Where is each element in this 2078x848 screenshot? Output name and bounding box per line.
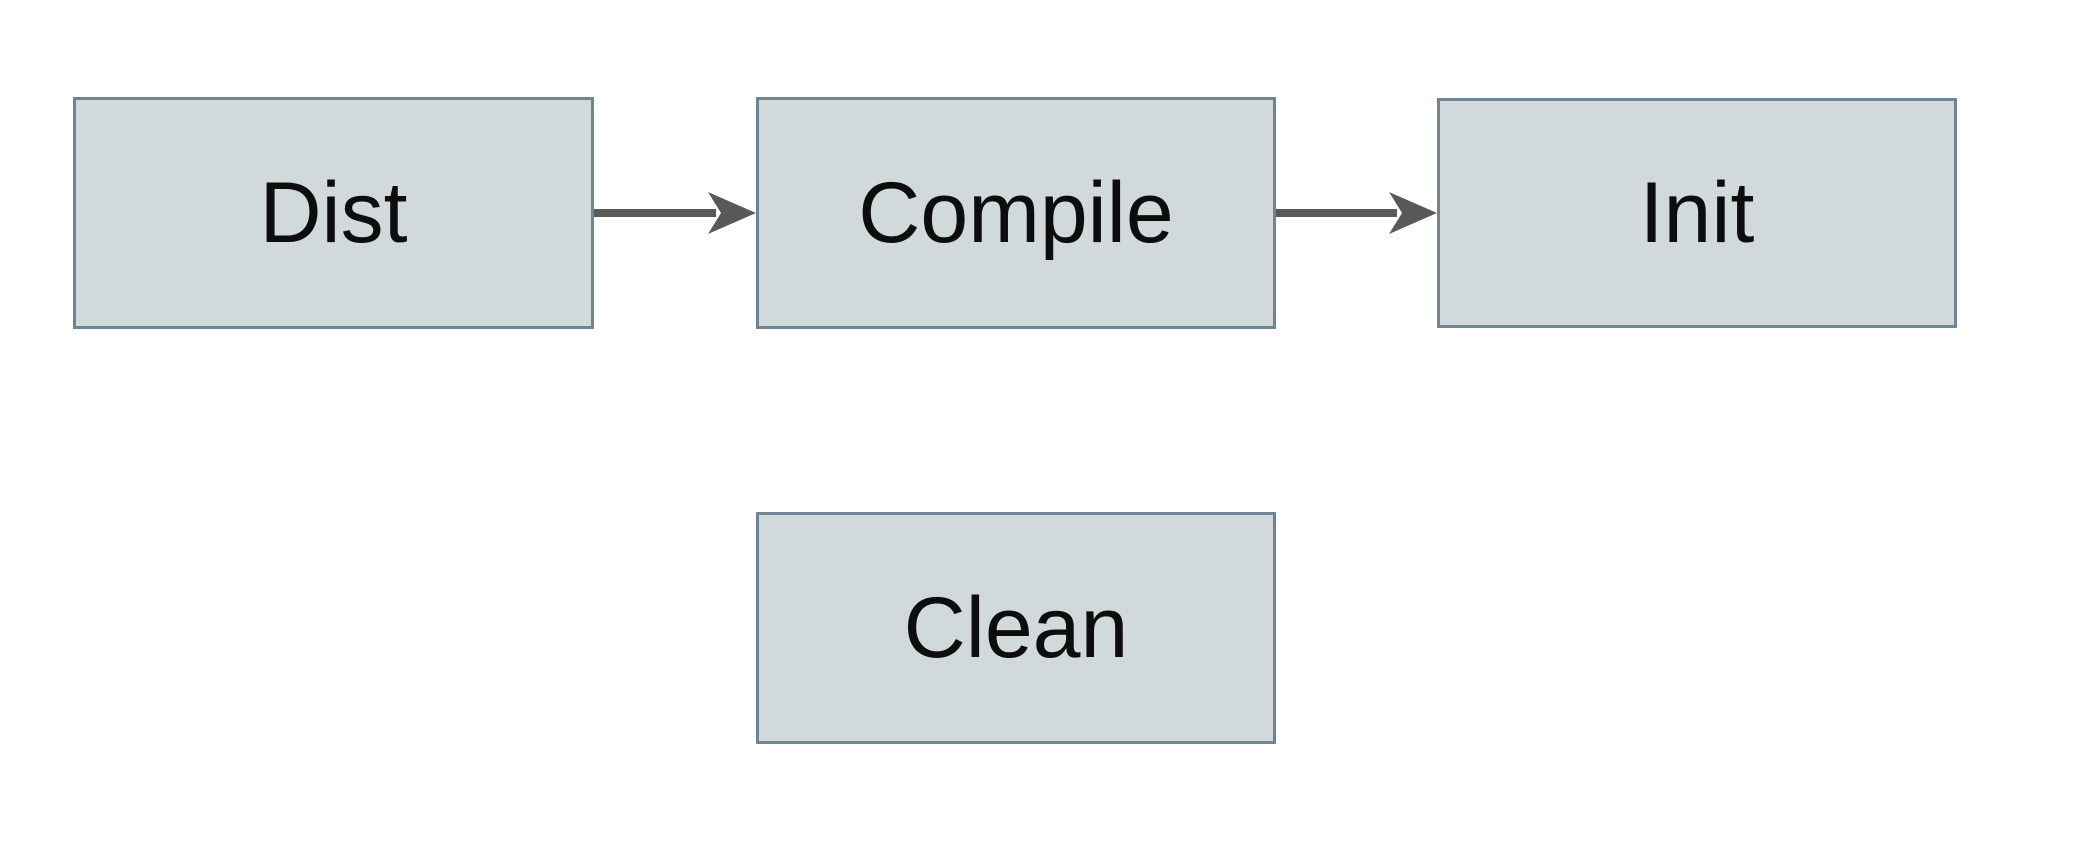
node-dist: Dist [73, 97, 594, 329]
edge-compile-to-init-arrow [1276, 192, 1437, 234]
edge-dist-to-compile-arrow [594, 192, 756, 234]
node-compile-label: Compile [858, 164, 1174, 261]
node-init: Init [1437, 98, 1957, 328]
node-clean: Clean [756, 512, 1276, 744]
node-compile: Compile [756, 97, 1276, 329]
node-init-label: Init [1639, 164, 1755, 261]
node-dist-label: Dist [259, 164, 408, 261]
node-clean-label: Clean [903, 579, 1129, 676]
